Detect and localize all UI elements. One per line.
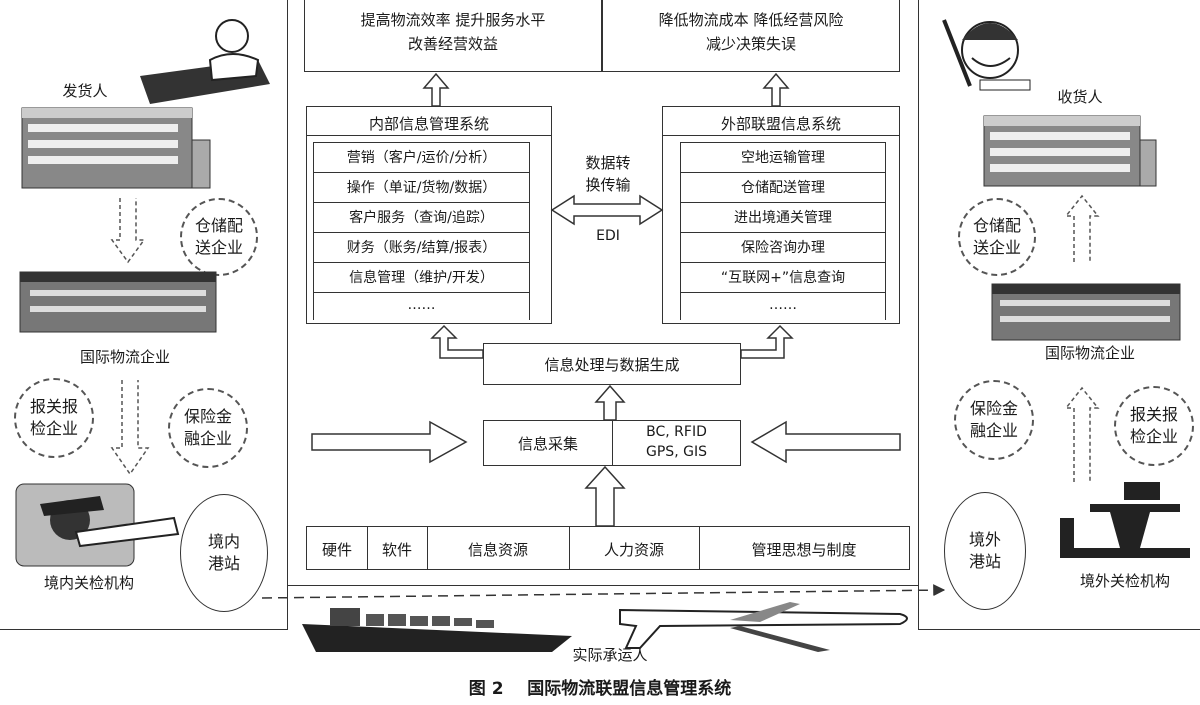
resource-1: 软件 (381, 541, 412, 559)
center-panel (288, 0, 918, 586)
left-insurance-circle: 保险金 融企业 (168, 388, 248, 468)
left-logistics-label: 国际物流企业 (79, 348, 170, 366)
shipper-building-icon (21, 107, 211, 189)
external-system-list: 空地运输管理 仓储配送管理 进出境通关管理 保险咨询办理 “互联网+”信息查询 … (680, 142, 886, 320)
left-customs-broker-circle: 报关报 检企业 (14, 378, 94, 458)
consignee-building-icon (983, 115, 1157, 187)
internal-system-title: 内部信息管理系统 (368, 115, 489, 133)
goal-left-line1: 提高物流效率 提升服务水平 (360, 11, 546, 29)
right-inspection-label: 境外关检机构 (1079, 572, 1170, 590)
consignee-label: 收货人 (1057, 88, 1103, 106)
exchange-line2: 换传输 (585, 176, 631, 194)
left-inspection-label: 境内关检机构 (43, 574, 134, 592)
shipper-person-icon (140, 19, 270, 104)
processing-label: 信息处理与数据生成 (544, 356, 680, 374)
resource-4: 管理思想与制度 (751, 541, 857, 559)
left-port-oval: 境内 港站 (180, 494, 268, 612)
internal-item-5: …… (313, 292, 530, 320)
internal-item-1: 操作（单证/货物/数据） (313, 172, 530, 203)
left-input-arrow (311, 420, 468, 464)
resource-2: 信息资源 (467, 541, 528, 559)
resource-divider-3 (699, 527, 700, 569)
collection-tech-box: BC, RFID GPS, GIS (612, 420, 741, 466)
carrier-label: 实际承运人 (572, 646, 648, 664)
up-arrow-internal-goal (422, 72, 450, 107)
internal-item-2: 客户服务（查询/追踪） (313, 202, 530, 233)
external-system-title: 外部联盟信息系统 (720, 115, 841, 133)
edi-double-arrow (550, 194, 664, 226)
left-port-label: 境内 港站 (207, 532, 240, 573)
up-arrow-collection (594, 384, 626, 421)
right-insurance-label: 保险金 融企业 (969, 399, 1018, 440)
left-panel (0, 0, 288, 630)
right-input-arrow (750, 420, 901, 464)
internal-system-title-rule (307, 135, 551, 136)
external-item-3: 保险咨询办理 (680, 232, 886, 263)
left-dashed-arrow-2 (110, 380, 150, 476)
right-panel (918, 0, 1200, 630)
up-arrow-external-goal (762, 72, 790, 107)
resource-0: 硬件 (321, 541, 352, 559)
shipper-label: 发货人 (62, 82, 108, 100)
goal-box-left: 提高物流效率 提升服务水平 改善经营效益 (304, 0, 602, 72)
shipping-route (261, 584, 946, 599)
left-logistics-building-icon (19, 271, 217, 333)
right-dashed-arrow-2 (1064, 386, 1100, 482)
right-warehouse-label: 仓储配 送企业 (972, 216, 1021, 257)
internal-system-list: 营销（客户/运价/分析） 操作（单证/货物/数据） 客户服务（查询/追踪） 财务… (313, 142, 530, 320)
collection-tech-line2: GPS, GIS (646, 444, 707, 460)
left-customs-officer-icon (15, 483, 180, 567)
consignee-person-icon (942, 19, 1031, 91)
resource-3: 人力资源 (603, 541, 664, 559)
goal-box-right: 降低物流成本 降低经营风险 减少决策失误 (602, 0, 900, 72)
elbow-arrow-left (430, 324, 484, 359)
figure-caption: 图 2 国际物流联盟信息管理系统 (468, 679, 732, 699)
goal-right-line2: 减少决策失误 (705, 35, 796, 53)
collection-label: 信息采集 (517, 435, 578, 453)
exchange-edi: EDI (596, 228, 620, 244)
external-item-4: “互联网+”信息查询 (680, 262, 886, 293)
external-item-5: …… (680, 292, 886, 320)
right-dashed-arrow-1 (1064, 194, 1100, 262)
plane-icon (619, 602, 908, 652)
resources-bar: 硬件 软件 信息资源 人力资源 管理思想与制度 (306, 526, 910, 570)
resource-divider-2 (569, 527, 570, 569)
left-insurance-label: 保险金 融企业 (183, 407, 232, 448)
processing-box: 信息处理与数据生成 (483, 343, 741, 385)
exchange-line1: 数据转 (585, 154, 631, 172)
right-customs-broker-label: 报关报 检企业 (1129, 405, 1178, 446)
collection-box: 信息采集 (483, 420, 613, 466)
right-logistics-label: 国际物流企业 (1044, 344, 1135, 362)
left-customs-broker-label: 报关报 检企业 (29, 397, 78, 438)
goal-right-line1: 降低物流成本 降低经营风险 (658, 11, 844, 29)
internal-item-0: 营销（客户/运价/分析） (313, 142, 530, 173)
right-port-oval: 境外 港站 (944, 492, 1026, 610)
external-system-title-rule (663, 135, 899, 136)
right-warehouse-circle: 仓储配 送企业 (958, 198, 1036, 276)
collection-tech-line1: BC, RFID (646, 424, 707, 440)
ship-icon (302, 608, 572, 652)
resource-divider-0 (367, 527, 368, 569)
resource-divider-1 (427, 527, 428, 569)
up-arrow-resources (584, 465, 626, 527)
internal-item-4: 信息管理（维护/开发） (313, 262, 530, 293)
right-logistics-building-icon (991, 283, 1181, 341)
left-dashed-arrow-1 (110, 198, 146, 264)
left-warehouse-circle: 仓储配 送企业 (180, 198, 258, 276)
right-customs-broker-circle: 报关报 检企业 (1114, 386, 1194, 466)
right-port-label: 境外 港站 (968, 530, 1001, 571)
left-warehouse-label: 仓储配 送企业 (194, 216, 243, 257)
elbow-arrow-right (740, 324, 794, 359)
right-insurance-circle: 保险金 融企业 (954, 380, 1034, 460)
right-customs-officer-icon (1060, 482, 1190, 558)
goal-left-line2: 改善经营效益 (407, 35, 498, 53)
